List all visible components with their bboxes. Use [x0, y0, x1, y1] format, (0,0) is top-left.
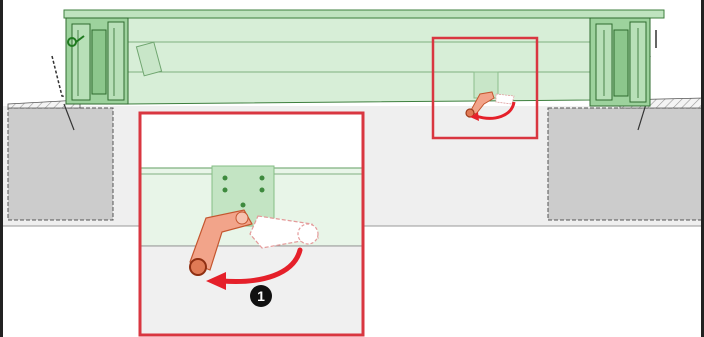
key-icon	[67, 35, 85, 47]
small-handle-detail	[465, 71, 516, 121]
right-frame-profile	[589, 17, 651, 107]
left-drip-edge	[63, 103, 75, 131]
right-wall-block	[547, 107, 704, 221]
page-right-border	[701, 0, 704, 337]
page-left-border	[0, 0, 3, 337]
left-wall-block	[7, 107, 114, 221]
inset-crank-handle	[189, 209, 253, 276]
left-hinge-plate	[135, 41, 163, 77]
left-flashing	[51, 55, 81, 101]
left-insulation-strip	[7, 99, 81, 109]
step-badge: 1	[250, 285, 272, 307]
inset-handle-open-ghost	[249, 215, 319, 249]
detail-highlight-box	[431, 36, 539, 140]
right-drip-edge	[637, 103, 647, 131]
skylight-sash	[99, 17, 601, 105]
step-number-label: 1	[257, 288, 265, 304]
skylight-glass-panel	[63, 9, 665, 19]
rotation-arrow	[206, 247, 303, 290]
zoom-inset: 1	[138, 111, 365, 337]
left-frame-profile	[65, 17, 129, 105]
